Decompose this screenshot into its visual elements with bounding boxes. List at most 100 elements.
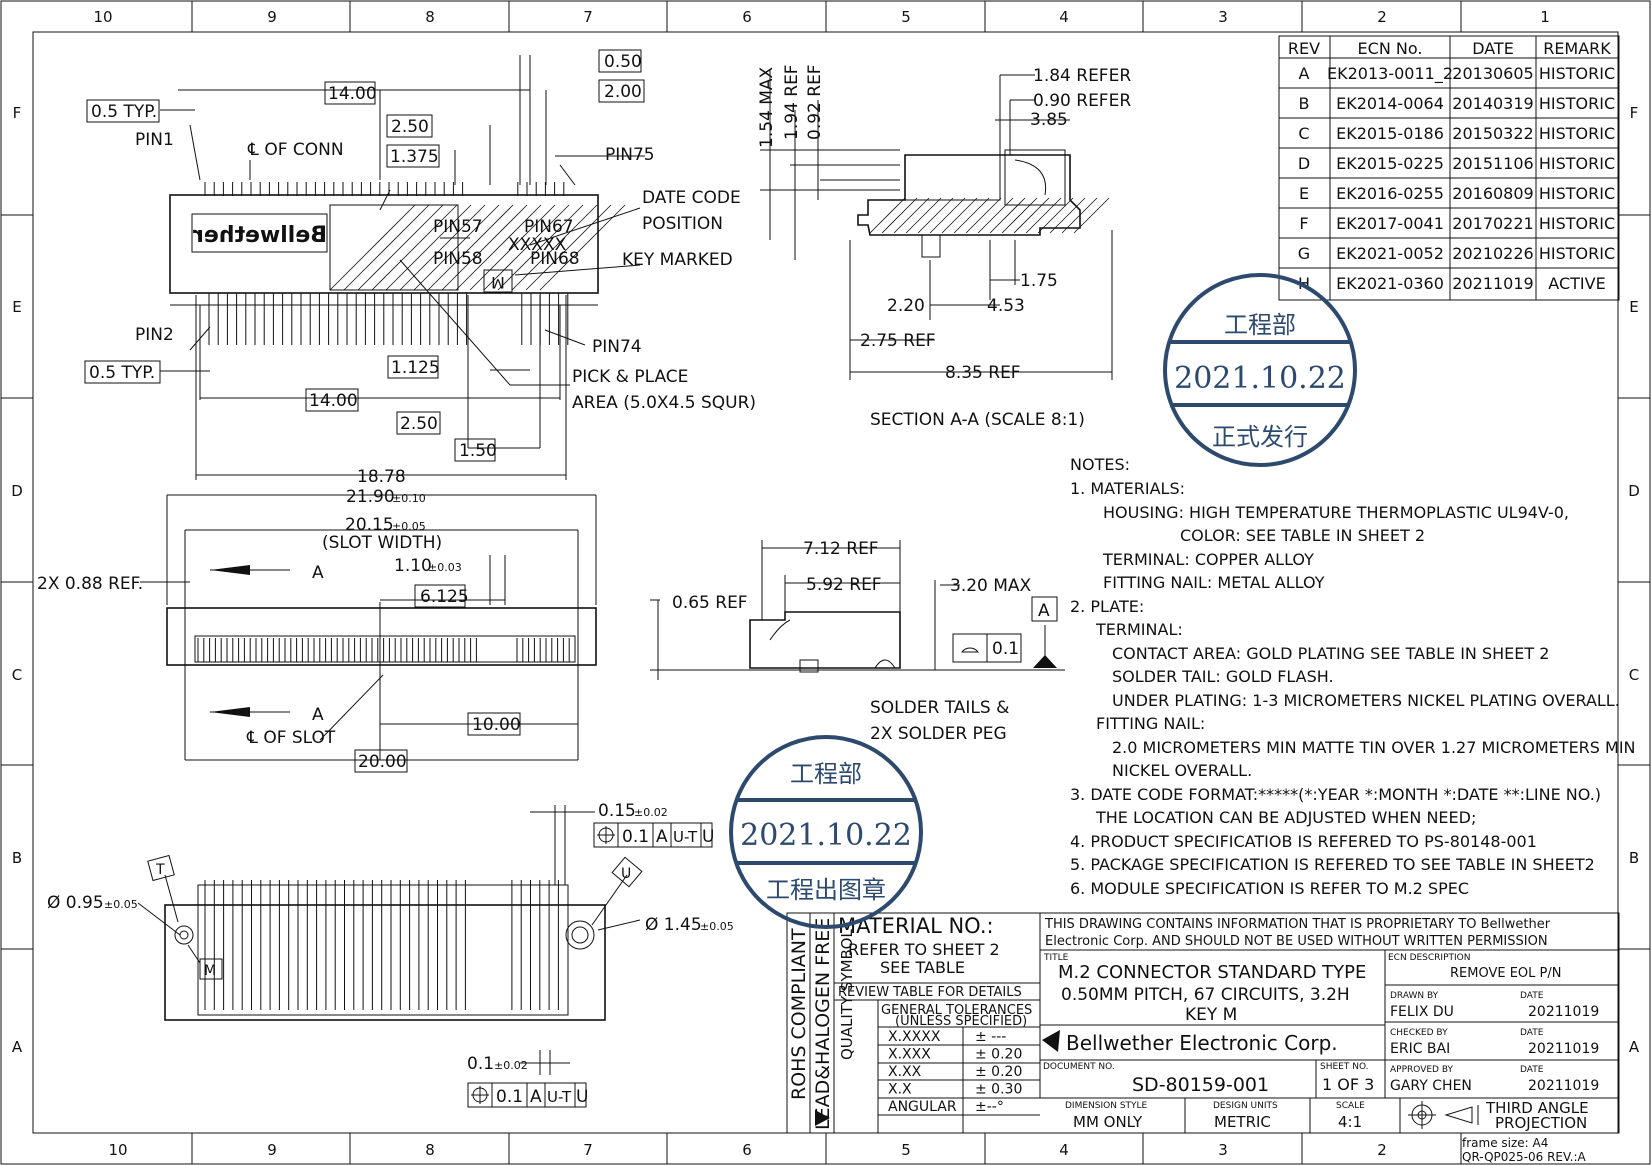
note-4: 4. PRODUCT SPECIFICATIOB IS REFERED TO P… bbox=[1070, 832, 1537, 851]
datum-a: A bbox=[1038, 601, 1050, 621]
label-date-code-xxxxx: XXXXX bbox=[508, 235, 567, 255]
unless-specified: (UNLESS SPECIFIED) bbox=[895, 1014, 1027, 1029]
dim-1.75: 1.75 bbox=[1020, 271, 1058, 291]
dimension-style-label: DIMENSION STYLE bbox=[1065, 1101, 1148, 1111]
company-name: Bellwether Electronic Corp. bbox=[1066, 1031, 1338, 1055]
general-tolerances: GENERAL TOLERANCES bbox=[881, 1003, 1032, 1018]
revision-cell: G bbox=[1298, 244, 1310, 263]
title-line-2: 0.50MM PITCH, 67 CIRCUITS, 3.2H bbox=[1061, 985, 1350, 1005]
col-label-6: 6 bbox=[742, 8, 752, 26]
dim-2.50-top: 2.50 bbox=[391, 117, 429, 137]
rohs-label: ROHS COMPLIANT bbox=[788, 928, 810, 1100]
label-centerline-conn: ℄ OF CONN bbox=[247, 140, 344, 160]
revision-cell: HISTORIC bbox=[1539, 124, 1615, 143]
title-line-3: KEY M bbox=[1185, 1005, 1237, 1025]
hatch bbox=[441, 204, 528, 291]
flatness-value: 0.1 bbox=[992, 639, 1019, 659]
stamp-b-status: 工程出图章 bbox=[766, 876, 886, 904]
hatch bbox=[357, 204, 444, 291]
dim-3.85: 3.85 bbox=[1030, 110, 1068, 130]
fcf-top-datum-a: A bbox=[656, 827, 668, 847]
revision-cell: EK2015-0225 bbox=[1336, 154, 1444, 173]
revision-cell: E bbox=[1299, 184, 1309, 203]
tolerance-value: ± 0.30 bbox=[975, 1082, 1022, 1098]
document-no: SD-80159-001 bbox=[1132, 1074, 1269, 1096]
projection-line-1: THIRD ANGLE bbox=[1485, 1099, 1589, 1117]
revision-cell: HISTORIC bbox=[1539, 154, 1615, 173]
label-pin74: PIN74 bbox=[592, 337, 642, 357]
notes: NOTES: 1. MATERIALS: HOUSING: HIGH TEMPE… bbox=[1070, 455, 1636, 898]
title-label: TITLE bbox=[1043, 953, 1069, 963]
revision-cell: EK2014-0064 bbox=[1336, 94, 1444, 113]
label-centerline-slot: ℄ OF SLOT bbox=[246, 728, 336, 748]
stamp-b-date: 2021.10.22 bbox=[740, 818, 912, 853]
release-stamp: 工程部 2021.10.22 正式发行 bbox=[1163, 273, 1357, 467]
row-label-c: C bbox=[12, 666, 22, 684]
row-label-a-right: A bbox=[1629, 1038, 1640, 1056]
revision-cell: 20150322 bbox=[1452, 124, 1533, 143]
col-label-6-bottom: 6 bbox=[742, 1141, 752, 1159]
title-line-1: M.2 CONNECTOR STANDARD TYPE bbox=[1058, 962, 1366, 983]
sheet-no-label: SHEET NO. bbox=[1320, 1062, 1369, 1072]
revision-cell: F bbox=[1299, 214, 1308, 233]
row-label-a: A bbox=[12, 1038, 23, 1056]
hatch bbox=[413, 204, 500, 291]
label-pin58: PIN58 bbox=[433, 249, 483, 269]
revision-cell: 20170221 bbox=[1452, 214, 1533, 233]
revision-cell: 20151106 bbox=[1452, 154, 1533, 173]
note-1: 1. MATERIALS: bbox=[1070, 479, 1185, 498]
col-label-5-bottom: 5 bbox=[901, 1141, 911, 1159]
hatch bbox=[1025, 197, 1062, 234]
note-1-fitting: FITTING NAIL: METAL ALLOY bbox=[1103, 573, 1325, 592]
col-label-2-bottom: 2 bbox=[1377, 1141, 1387, 1159]
revision-cell: HISTORIC bbox=[1539, 214, 1615, 233]
drawn-date-label: DATE bbox=[1520, 991, 1544, 1001]
dim-0.65-ref: 0.65 REF bbox=[672, 593, 748, 613]
hatch bbox=[343, 204, 430, 291]
revision-cell: HISTORIC bbox=[1539, 184, 1615, 203]
stamp-date: 2021.10.22 bbox=[1174, 361, 1346, 396]
ecn-description: REMOVE EOL P/N bbox=[1450, 966, 1561, 981]
ecn-description-label: ECN DESCRIPTION bbox=[1388, 953, 1470, 963]
tolerance-value: ± --- bbox=[975, 1029, 1006, 1045]
row-label-e-right: E bbox=[1629, 298, 1638, 316]
note-2-fitting: FITTING NAIL: bbox=[1096, 714, 1205, 733]
col-label-7: 7 bbox=[583, 8, 593, 26]
dim-0.15: 0.15 bbox=[598, 801, 636, 821]
dim-10.00: 10.00 bbox=[472, 715, 521, 735]
hatch bbox=[483, 204, 570, 291]
row-label-d-right: D bbox=[1628, 482, 1640, 500]
row-label-f-right: F bbox=[1630, 104, 1639, 122]
hatch bbox=[539, 204, 626, 291]
halogen-label: LEAD&HALOGEN FREE bbox=[812, 918, 834, 1130]
fcf-bottom-value: 0.1 bbox=[496, 1087, 523, 1107]
revision-header: REV bbox=[1288, 39, 1320, 58]
dim-0.1: 0.1 bbox=[467, 1054, 494, 1074]
hatch bbox=[427, 204, 514, 291]
projection-line-2: PROJECTION bbox=[1495, 1114, 1587, 1132]
section-marker-a-top: A bbox=[312, 563, 324, 583]
approved-by-label: APPROVED BY bbox=[1390, 1065, 1454, 1075]
notes-heading: NOTES: bbox=[1070, 455, 1130, 474]
dim-1.94-ref: 1.94 REF bbox=[782, 64, 802, 140]
col-label-9: 9 bbox=[267, 8, 277, 26]
dim-1.10: 1.10 bbox=[394, 556, 432, 576]
dim-2.75-ref: 2.75 REF bbox=[860, 331, 936, 351]
fcf-bottom-datum-u: U bbox=[576, 1087, 588, 1107]
label-position: POSITION bbox=[642, 214, 723, 234]
revision-cell: HISTORIC bbox=[1539, 244, 1615, 263]
dim-20.15: 20.15 bbox=[345, 515, 394, 535]
dim-0.1-tol: ±0.02 bbox=[494, 1059, 528, 1072]
dim-21.90-tol: ±0.10 bbox=[392, 492, 426, 505]
section-marker-a-bottom: A bbox=[312, 705, 324, 725]
revision-cell: EK2021-0360 bbox=[1336, 274, 1444, 293]
hatch bbox=[1037, 197, 1074, 234]
checked-by: ERIC BAI bbox=[1390, 1041, 1450, 1057]
hatch bbox=[941, 197, 978, 234]
dim-1.375: 1.375 bbox=[390, 147, 439, 167]
col-label-4-bottom: 4 bbox=[1059, 1141, 1069, 1159]
label-solder-tails: SOLDER TAILS & bbox=[870, 698, 1009, 718]
row-label-c-right: C bbox=[1629, 666, 1639, 684]
fcf-bottom-datum-a: A bbox=[530, 1087, 542, 1107]
